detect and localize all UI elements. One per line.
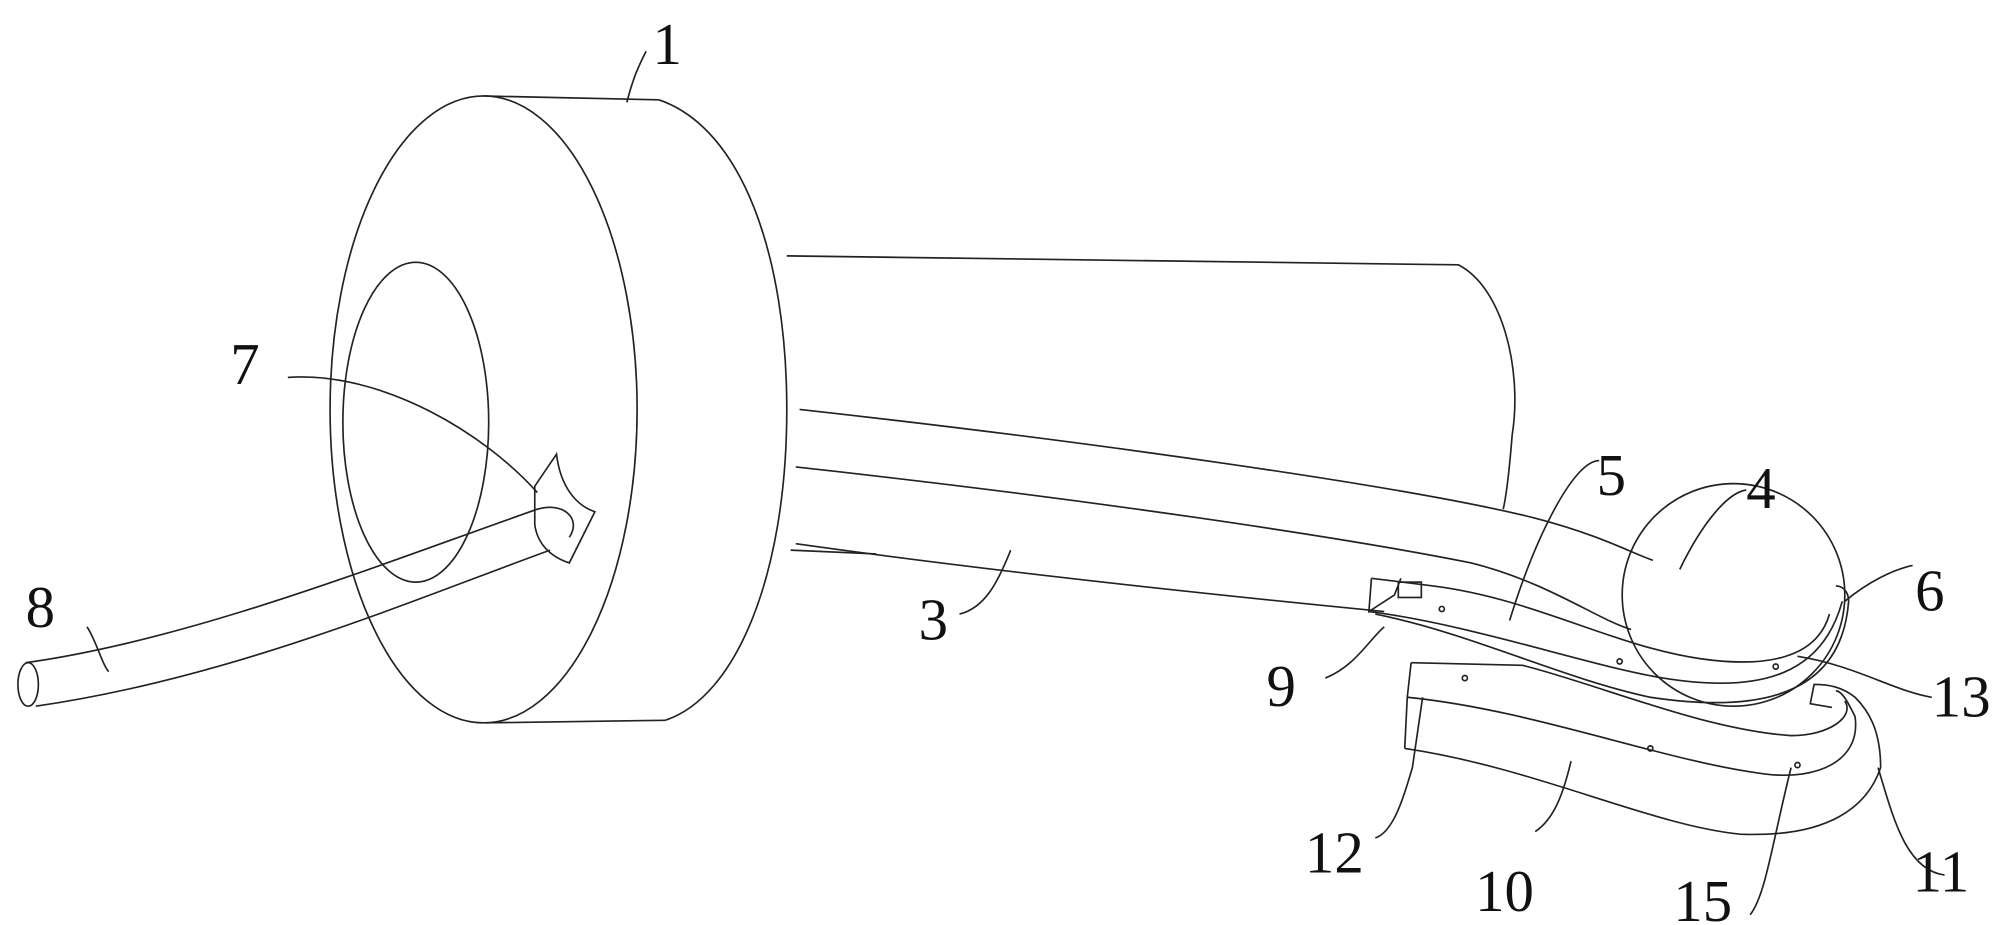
label-6: 6 xyxy=(1915,558,1944,623)
label-5: 5 xyxy=(1597,443,1626,508)
label-8: 8 xyxy=(26,575,55,640)
label-9: 9 xyxy=(1267,654,1296,719)
cylinder-body xyxy=(787,256,1515,554)
port-and-tube xyxy=(18,454,595,706)
label-11: 11 xyxy=(1913,840,1970,905)
lower-strip xyxy=(1405,663,1881,835)
label-7: 7 xyxy=(230,332,259,397)
label-4: 4 xyxy=(1746,456,1775,521)
label-10: 10 xyxy=(1475,859,1534,924)
label-1: 1 xyxy=(652,12,681,77)
label-15: 15 xyxy=(1673,869,1732,925)
ring-part xyxy=(330,96,787,723)
leader-lines xyxy=(87,51,1945,915)
label-12: 12 xyxy=(1305,821,1364,886)
label-3: 3 xyxy=(919,588,948,653)
upper-strip xyxy=(1369,578,1849,702)
label-13: 13 xyxy=(1932,664,1991,729)
ball-part xyxy=(1622,484,1845,707)
